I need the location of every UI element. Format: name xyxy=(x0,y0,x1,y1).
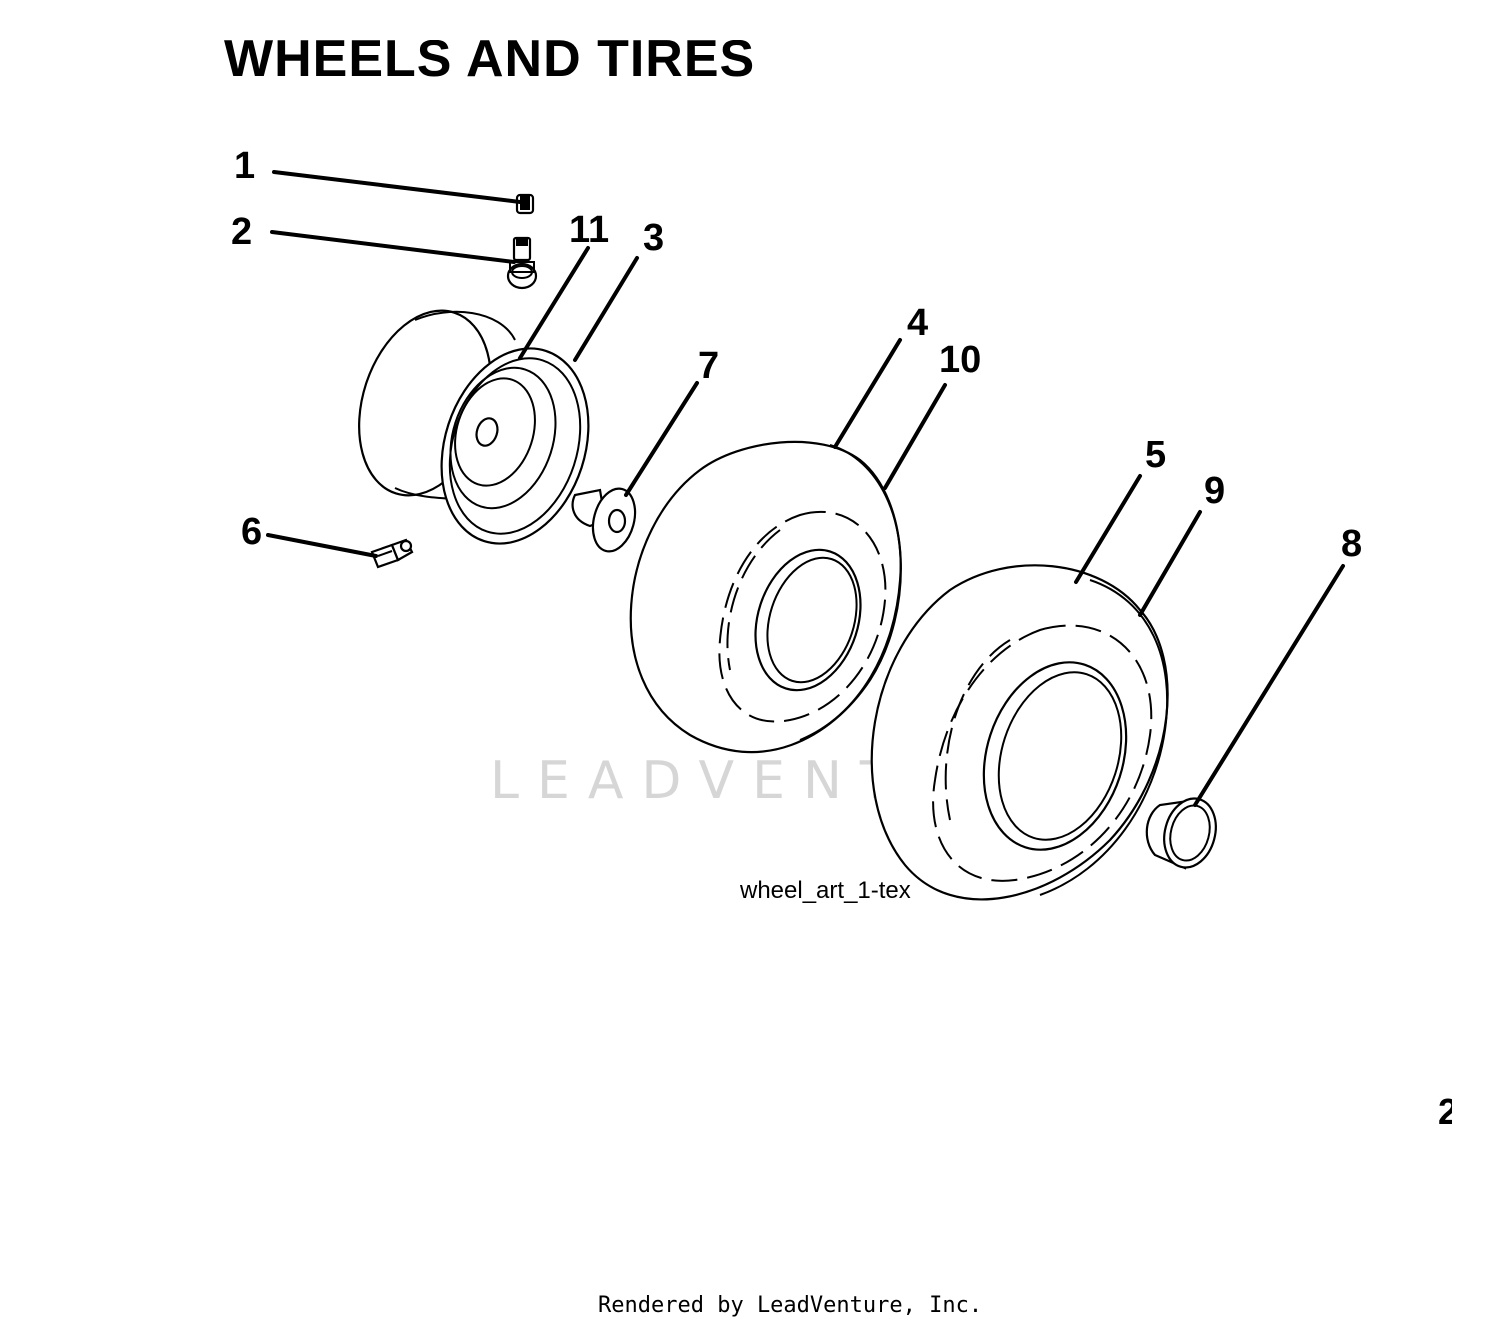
diagram-title: WHEELS AND TIRES xyxy=(224,30,755,88)
callout-3: 3 xyxy=(643,217,664,259)
leader-lines xyxy=(266,170,1345,807)
callout-11: 11 xyxy=(569,209,609,251)
callout-7: 7 xyxy=(698,345,719,387)
callout-6: 6 xyxy=(241,511,262,553)
bushing-part[interactable] xyxy=(571,484,642,556)
callout-2: 2 xyxy=(231,211,252,253)
grease-fitting-part[interactable] xyxy=(370,538,414,569)
callout-8: 8 xyxy=(1341,523,1362,565)
front-tire-part[interactable] xyxy=(629,440,902,754)
callout-9: 9 xyxy=(1204,470,1225,512)
callout-5: 5 xyxy=(1145,434,1166,476)
footer-credit: Rendered by LeadVenture, Inc. xyxy=(598,1293,982,1318)
valve-stem-part[interactable] xyxy=(506,236,538,290)
hub-cap-part[interactable] xyxy=(1145,793,1223,874)
page-number: 2 xyxy=(1438,1091,1458,1132)
wheel-rim-part[interactable] xyxy=(337,293,613,562)
rear-tire-part[interactable] xyxy=(870,564,1169,901)
figure-id: wheel_art_1-tex xyxy=(739,877,911,904)
callout-10: 10 xyxy=(939,339,981,381)
valve-cap-part[interactable] xyxy=(515,193,535,215)
callout-1: 1 xyxy=(234,145,255,187)
callout-4: 4 xyxy=(907,302,928,344)
